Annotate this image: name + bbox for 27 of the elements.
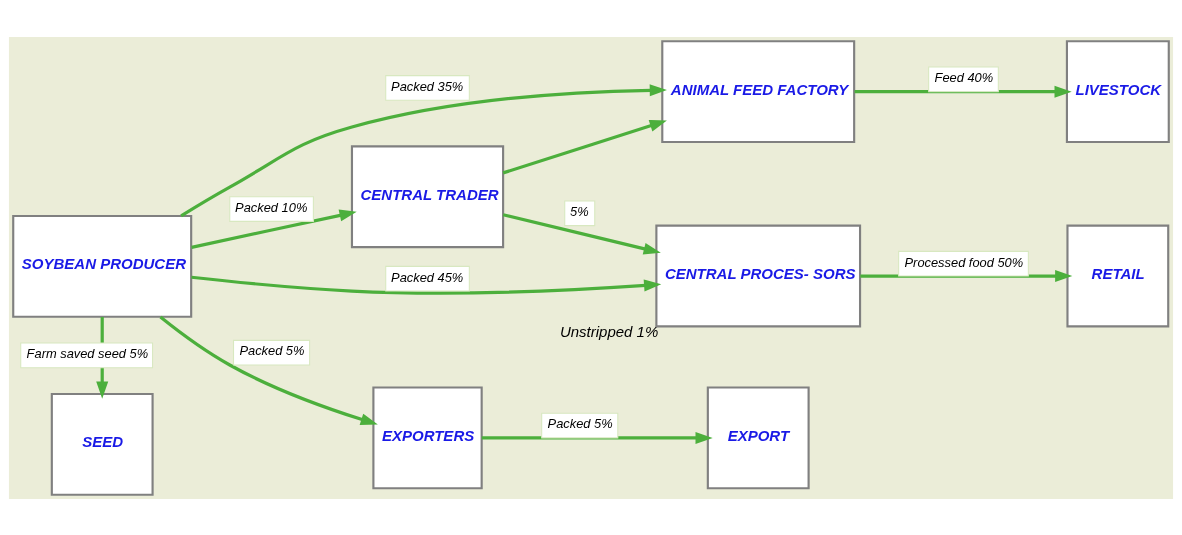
- node-box: LIVESTOCK: [1065, 39, 1170, 143]
- node-box: EXPORT: [706, 385, 810, 489]
- arrow: [854, 85, 1072, 98]
- edge-label: Packed 5%: [547, 415, 613, 431]
- node-box: CENTRAL PROCES- SORS: [655, 224, 862, 327]
- node-box: RETAIL: [1066, 224, 1170, 327]
- node-box: EXPORTERS: [372, 385, 483, 489]
- edge-label: 5%: [570, 203, 589, 219]
- arrow: [191, 209, 357, 249]
- node-box: ANIMAL FEED FACTORY: [661, 39, 856, 143]
- arrow: [180, 83, 667, 217]
- arrow: [860, 269, 1073, 282]
- arrow: [502, 212, 661, 255]
- edge-label: Packed 10%: [235, 199, 308, 215]
- node-box: SOYBEAN PRODUCER: [12, 214, 193, 318]
- edge-label: Packed 35%: [391, 78, 464, 94]
- edge-label: Packed 5%: [239, 342, 305, 358]
- edge-label: Farm saved seed 5%: [26, 345, 149, 361]
- arrow: [481, 431, 713, 444]
- arrow: [191, 275, 662, 295]
- edge-label: Packed 45%: [391, 269, 464, 285]
- edge-label: Feed 40%: [934, 69, 994, 85]
- node-box: SEED: [50, 392, 154, 496]
- node-box: CENTRAL TRADER: [350, 144, 505, 248]
- arrow: [159, 315, 378, 425]
- arrow: [502, 119, 667, 174]
- edge-label: Processed food 50%: [904, 254, 1024, 269]
